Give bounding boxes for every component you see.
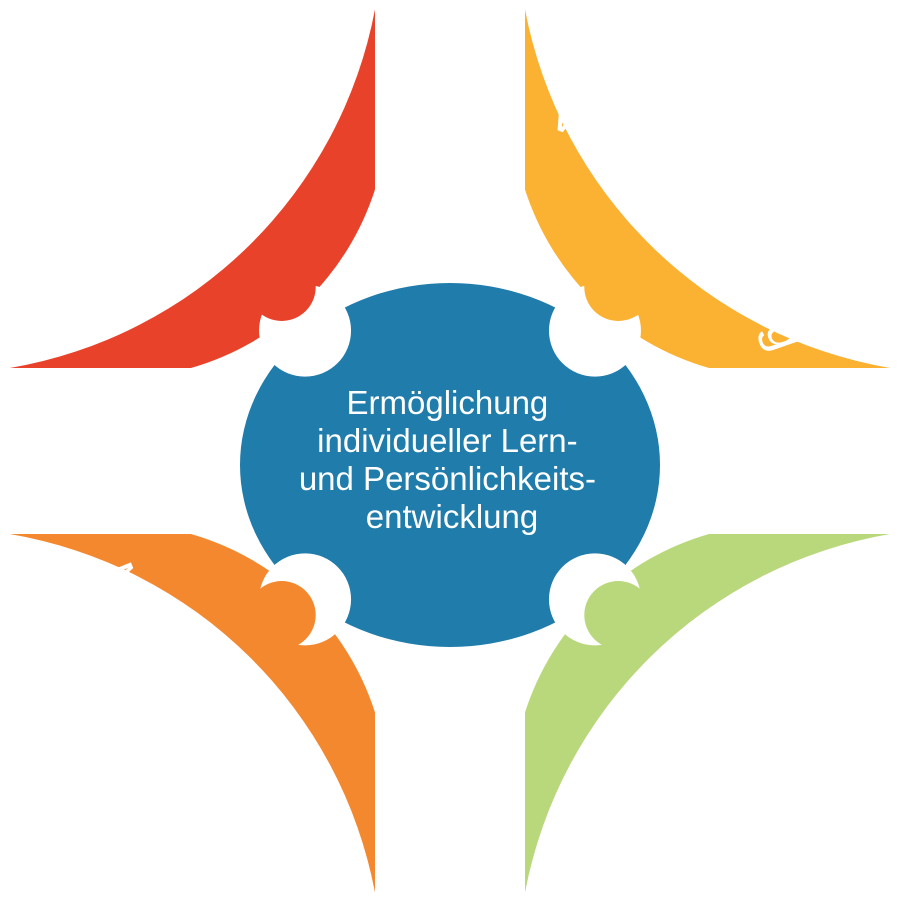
center-line: entwicklung — [366, 498, 538, 535]
puzzle-tab — [247, 581, 316, 650]
puzzle-tab — [247, 252, 316, 321]
center-line: und Persönlichkeits- — [299, 460, 596, 497]
center-piece — [240, 283, 660, 647]
puzzle-tab — [584, 252, 653, 321]
center-text: Ermöglichung individueller Lern- und Per… — [299, 384, 605, 535]
puzzle-tab — [584, 581, 653, 650]
center-line: individueller Lern- — [317, 422, 577, 459]
center-line: Ermöglichung — [347, 384, 549, 421]
